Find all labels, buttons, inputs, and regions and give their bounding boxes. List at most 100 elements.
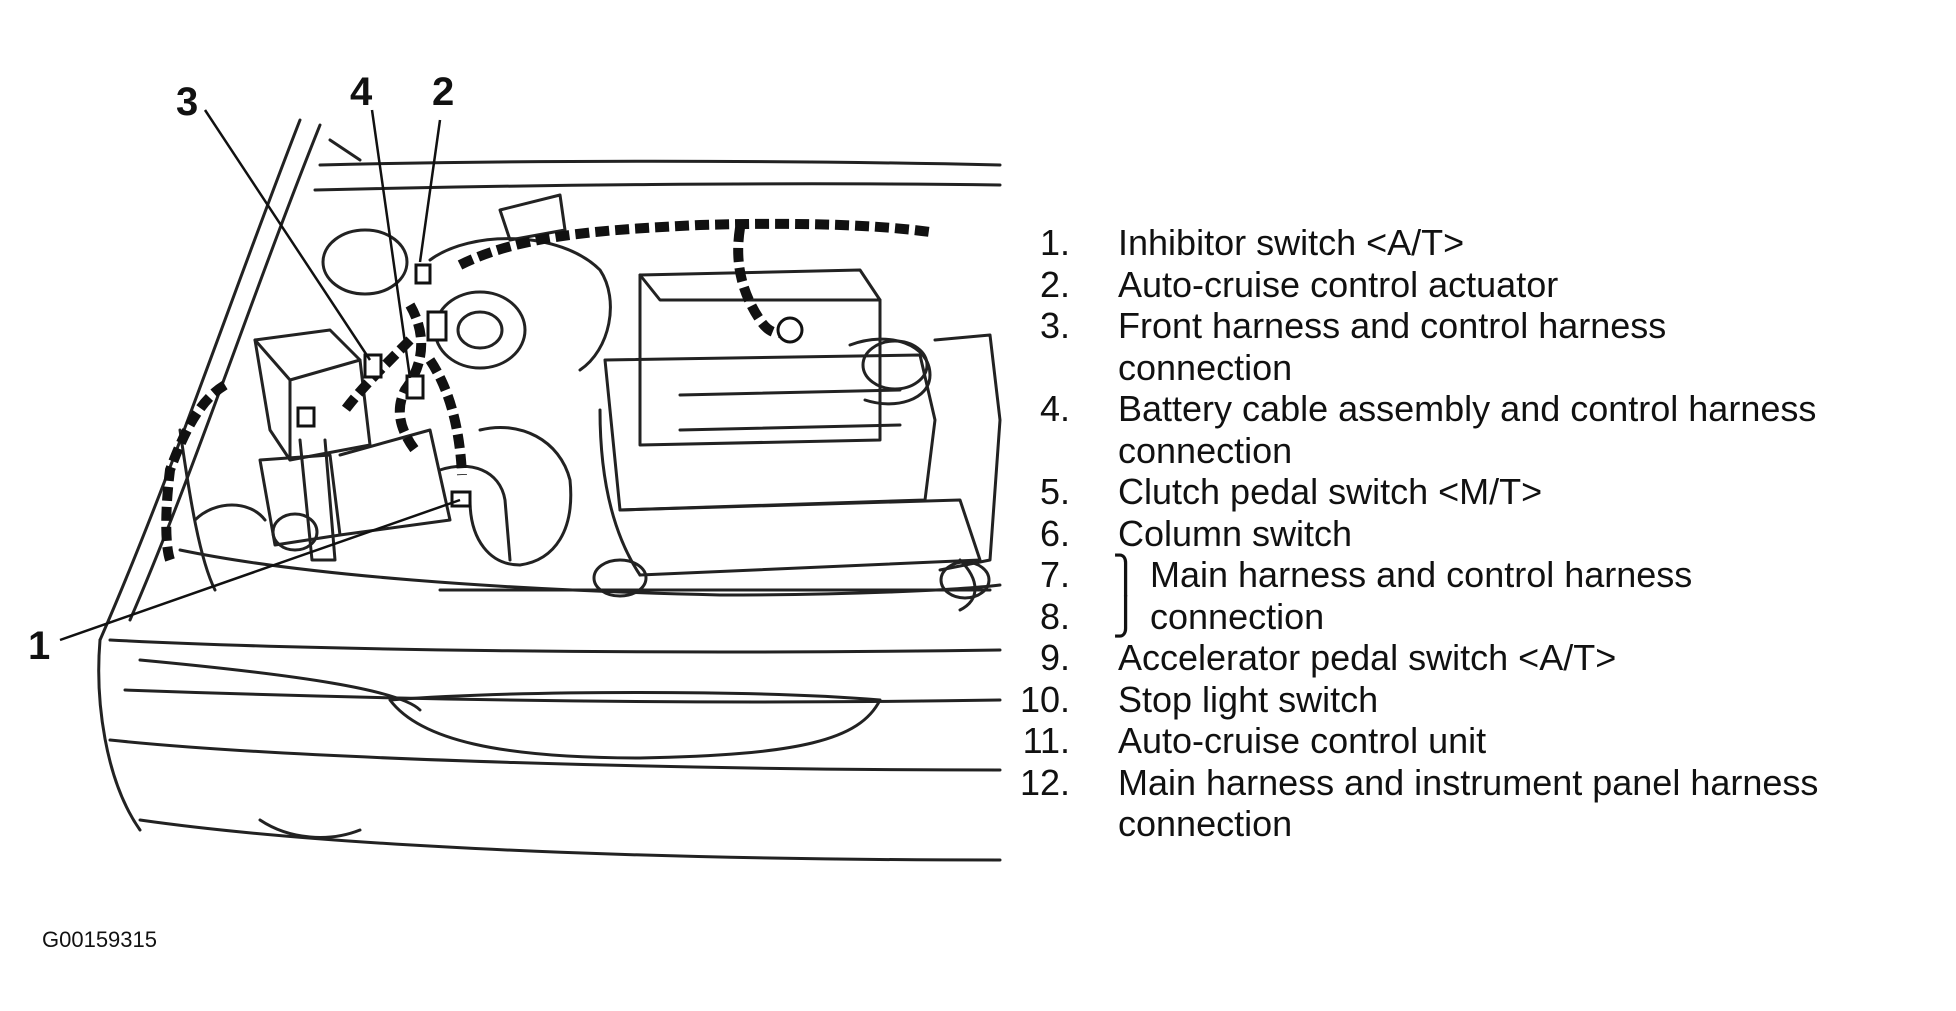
legend-text: Column switch	[1118, 512, 1353, 554]
connector-2	[414, 263, 432, 285]
connector-battery	[296, 406, 316, 428]
reservoir-cap-left	[321, 228, 409, 296]
transaxle	[468, 425, 573, 567]
legend-row: 5. Clutch pedal switch <M/T>	[1030, 471, 1950, 513]
legend-num: 10.	[1019, 678, 1070, 720]
cowl-line	[318, 159, 1002, 167]
legend-text: Clutch pedal switch <M/T>	[1118, 471, 1543, 512]
engine-right-side	[933, 333, 1002, 572]
legend-row: 6. Column switch	[1030, 513, 1950, 555]
legend-row: 1. Inhibitor switch <A/T>	[1030, 222, 1950, 264]
harness-clip-frame	[298, 438, 337, 562]
legend-num: 12.	[1019, 761, 1070, 803]
legend-row: 9. Accelerator pedal switch <A/T>	[1030, 637, 1950, 679]
legend-row: 10. Stop light switch	[1020, 678, 1950, 721]
battery-box	[253, 328, 372, 462]
legend-num: 11.	[1022, 720, 1070, 761]
harness-battery	[341, 336, 414, 414]
harness-branch-down	[733, 227, 793, 338]
harness-left-run	[394, 302, 427, 453]
legend-num: 3.	[1039, 305, 1070, 346]
callout-2: 2	[432, 70, 455, 114]
body-crease	[138, 658, 422, 712]
front-body-upper	[108, 638, 1002, 654]
legend-text: Battery cable assembly and control harne…	[1118, 388, 1817, 429]
legend-row: 12. Main harness and instrument panel ha…	[1020, 761, 1950, 804]
legend-text: Front harness and control harness	[1118, 305, 1667, 346]
legend-text: Auto-cruise control unit	[1118, 720, 1487, 761]
callout-3: 3	[176, 80, 199, 124]
bay-floor	[178, 548, 1002, 597]
bracket-top-glyph: ⎫	[1112, 554, 1139, 595]
legend-text: connection	[1118, 346, 1293, 388]
legend-num: 1.	[1039, 222, 1070, 263]
brake-booster	[428, 237, 612, 372]
legend-text: Inhibitor switch <A/T>	[1118, 222, 1465, 263]
leader-2	[418, 119, 442, 263]
hood-outline	[98, 118, 302, 642]
legend-row: connection	[1030, 803, 1950, 845]
engine-cover	[638, 268, 882, 447]
callout-1: 1	[28, 624, 51, 668]
fuse-box-top	[338, 428, 452, 537]
legend-text: connection	[1150, 595, 1325, 637]
air-cleaner-box	[498, 193, 567, 242]
harness-fender	[161, 380, 228, 562]
bumper-lower	[108, 738, 1002, 772]
figure-id: G00159315	[42, 927, 157, 952]
legend-text: Main harness and instrument panel harnes…	[1118, 761, 1819, 803]
oil-cap	[861, 339, 929, 391]
legend-text: Stop light switch	[1118, 678, 1379, 720]
legend-num: 4.	[1039, 388, 1070, 429]
legend-num: 7.	[1039, 554, 1070, 595]
intake-runner	[678, 388, 902, 432]
legend-row: 4. Battery cable assembly and control ha…	[1030, 388, 1950, 430]
bumper-top	[123, 688, 1002, 704]
connector-1	[450, 490, 472, 508]
fog-recess	[258, 818, 362, 839]
leader-3	[203, 109, 372, 361]
hood-fold	[328, 138, 362, 162]
parts-legend: 1. Inhibitor switch <A/T> 2. Auto-cruise…	[1020, 222, 1950, 845]
connector-branch-end	[776, 316, 804, 344]
legend-row: 11. Auto-cruise control unit	[1023, 720, 1950, 762]
legend-num: 6.	[1039, 512, 1070, 554]
strut-tower-left	[193, 503, 267, 522]
harness-to-1	[425, 357, 467, 476]
cowl-line-2	[313, 182, 1002, 192]
legend-text: connection	[1118, 429, 1293, 471]
transaxle-2	[438, 464, 512, 562]
leader-1	[59, 498, 461, 642]
legend-text: Auto-cruise control actuator	[1118, 263, 1559, 305]
legend-num: 5.	[1039, 471, 1070, 512]
radiator-hose	[598, 408, 642, 577]
grille-opening	[388, 691, 882, 760]
lower-round-right	[939, 560, 991, 600]
hood-inner-edge	[128, 123, 322, 622]
callout-4: 4	[350, 70, 373, 114]
bracket-bottom-glyph: ⎭	[1112, 595, 1139, 637]
legend-num: 2.	[1039, 263, 1070, 305]
legend-num: 9.	[1039, 637, 1070, 678]
lower-round-mid	[592, 558, 648, 598]
reservoir-cap-inner	[456, 310, 504, 350]
legend-num: 8.	[1039, 595, 1070, 637]
legend-row: connection	[1030, 430, 1950, 472]
legend-row: connection	[1030, 347, 1950, 389]
reservoir-cap-mid	[433, 290, 527, 370]
legend-text: Accelerator pedal switch <A/T>	[1118, 637, 1617, 678]
legend-row: 2. Auto-cruise control actuator	[1030, 264, 1950, 306]
engine-lower-block	[618, 498, 982, 577]
left-fender-line	[178, 428, 217, 592]
bumper-left-curve	[97, 638, 142, 832]
main-harness-run	[457, 218, 931, 270]
lower-round-left	[271, 512, 319, 552]
connector-4	[405, 374, 425, 400]
engine-mount-right	[958, 558, 977, 612]
legend-row: 8. ⎭ connection	[1030, 596, 1950, 638]
bumper-bottom	[138, 818, 1002, 862]
legend-text: connection	[1118, 803, 1293, 844]
engine-valve-cover	[603, 353, 937, 512]
